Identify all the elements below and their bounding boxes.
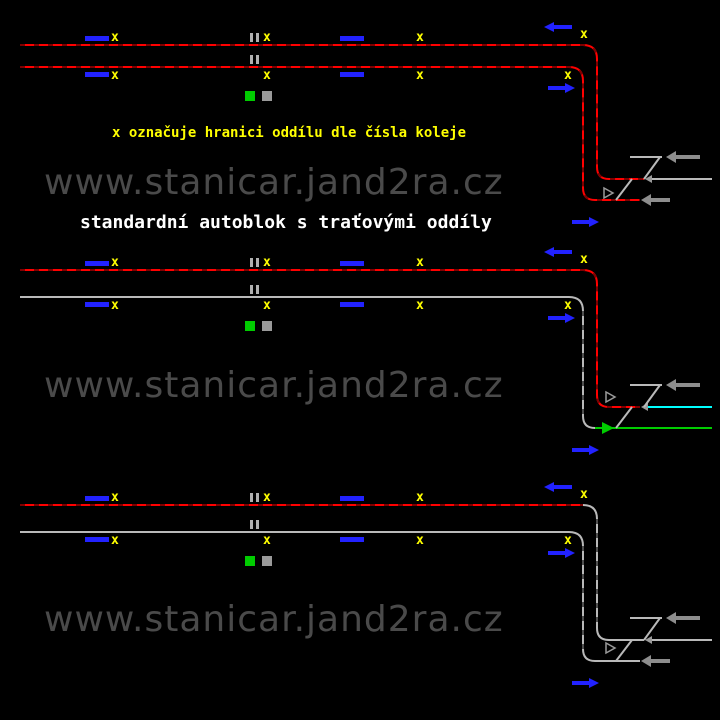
signal-mast-icon [256,520,259,529]
gray-left-arrow-icon [666,612,700,624]
boundary-label: x [263,298,271,313]
panel-2: x x x x x x x x www.stanicar.jand2ra.cz [20,247,712,455]
blue-right-arrow-icon [548,548,575,558]
boundary-label: x [580,487,588,502]
signal-bar-icon [340,72,364,77]
gray-right-arrow-icon [605,390,617,404]
blue-left-arrow-icon [544,482,572,492]
switch-diagonal [615,406,633,429]
track-1-line [20,269,640,408]
blue-right-arrow-icon [548,83,575,93]
boundary-label: x [263,533,271,548]
signal-bar-icon [340,537,364,542]
boundary-label: x [564,68,572,83]
boundary-label: x [111,490,119,505]
signal-bar-icon [340,496,364,501]
panel-3: x x x x x x x x www.stanicar.jand2ra.cz [20,482,712,688]
boundary-label: x [111,68,119,83]
panel-1: x x x x x x x x x označuje hranici oddíl… [20,22,712,233]
gray-right-arrow-icon [603,186,615,200]
blue-left-arrow-icon [544,247,572,257]
gray-left-arrow-icon [641,655,670,667]
gray-left-arrow-icon [641,194,670,206]
blue-right-arrow-icon [572,445,599,455]
signal-bar-icon [85,537,109,542]
track-2-line [20,296,596,429]
boundary-label: x [416,30,424,45]
boundary-label: x [564,298,572,313]
signal-bar-icon [85,496,109,501]
track-end-icon [645,175,652,183]
switch-diagonal [643,156,661,180]
track-2-line [20,66,640,201]
blue-right-arrow-icon [548,313,575,323]
boundary-label: x [416,255,424,270]
switch-diagonal [643,384,661,408]
title-text: standardní autoblok s traťovými oddíly [80,212,492,233]
boundary-label: x [416,490,424,505]
signal-bar-icon [340,261,364,266]
boundary-label: x [416,533,424,548]
route-arrow-icon [602,422,614,434]
signal-bar-icon [85,72,109,77]
signal-mast-icon [256,493,259,502]
blue-right-arrow-icon [572,678,599,688]
block-indicator-green [245,556,255,566]
blue-left-arrow-icon [544,22,572,32]
boundary-label: x [580,27,588,42]
boundary-label: x [111,533,119,548]
boundary-label: x [416,68,424,83]
signal-mast-icon [256,55,259,64]
gray-left-arrow-icon [666,379,700,391]
gray-right-arrow-icon [605,641,617,655]
blue-right-arrow-icon [572,217,599,227]
track-1-continuation [582,504,644,641]
track-1-line [20,44,644,180]
signal-mast-icon [250,258,253,267]
boundary-label: x [263,255,271,270]
gray-left-arrow-icon [666,151,700,163]
signal-mast-icon [250,33,253,42]
block-indicator-gray [262,321,272,331]
track-end-icon [645,636,652,644]
signal-bar-icon [85,261,109,266]
signal-mast-icon [250,493,253,502]
signal-mast-icon [256,258,259,267]
boundary-label: x [416,298,424,313]
boundary-label: x [263,68,271,83]
block-indicator-green [245,91,255,101]
watermark-text: www.stanicar.jand2ra.cz [44,599,504,640]
boundary-label: x [111,30,119,45]
signal-mast-icon [250,285,253,294]
boundary-label: x [111,298,119,313]
watermark-text: www.stanicar.jand2ra.cz [44,162,504,203]
signal-bar-icon [340,36,364,41]
signal-bar-icon [340,302,364,307]
signal-mast-icon [250,520,253,529]
block-indicator-gray [262,556,272,566]
boundary-label: x [564,533,572,548]
signal-mast-icon [256,285,259,294]
note-text: x označuje hranici oddílu dle čísla kole… [112,125,466,141]
boundary-label: x [263,490,271,505]
switch-diagonal [615,639,633,662]
boundary-label: x [263,30,271,45]
signal-mast-icon [256,33,259,42]
signal-bar-icon [85,302,109,307]
switch-diagonal [643,617,661,641]
signal-mast-icon [250,55,253,64]
watermark-text: www.stanicar.jand2ra.cz [44,365,504,406]
boundary-label: x [111,255,119,270]
boundary-label: x [580,252,588,267]
signal-bar-icon [85,36,109,41]
track-2-line [20,531,640,662]
switch-diagonal [615,178,633,201]
track-1-overlay [20,44,644,180]
block-indicator-gray [262,91,272,101]
block-indicator-green [245,321,255,331]
